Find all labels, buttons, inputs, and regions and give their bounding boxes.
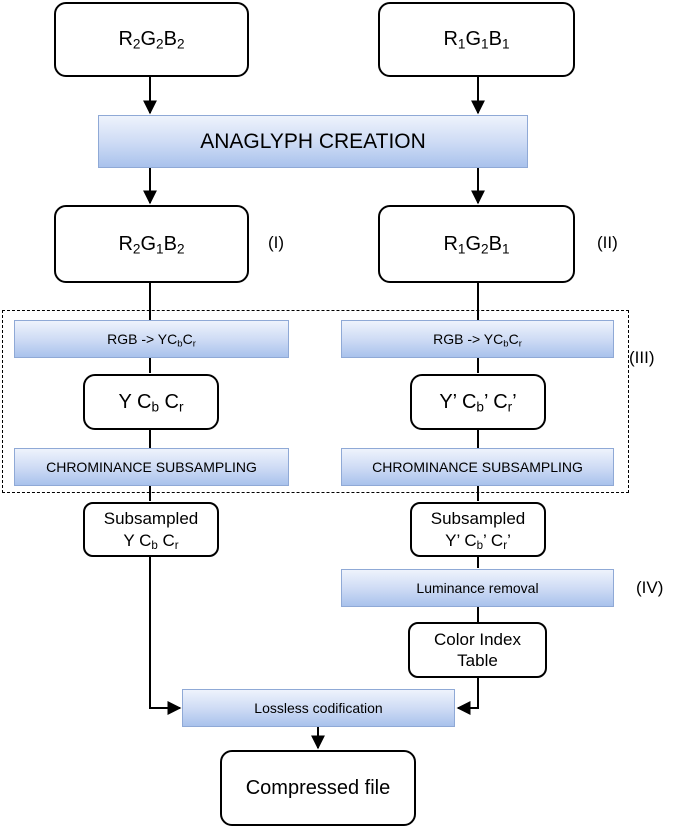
- marker-ii: (II): [597, 233, 618, 252]
- luminance-removal-step: Luminance removal: [341, 569, 614, 607]
- anaglyph-creation-label: ANAGLYPH CREATION: [200, 129, 426, 153]
- compressed-file: Compressed file: [220, 750, 416, 826]
- marker-iii: (III): [629, 348, 655, 367]
- anaglyph-creation-step: ANAGLYPH CREATION: [98, 115, 528, 168]
- chrominance-subsampling-left: CHROMINANCE SUBSAMPLING: [14, 448, 289, 486]
- lossless-codification-step: Lossless codification: [182, 689, 455, 727]
- chrominance-subsampling-right: CHROMINANCE SUBSAMPLING: [341, 448, 614, 486]
- marker-iv: (IV): [636, 578, 664, 597]
- rgb-to-ycbcr-right: RGB -> YCbCr: [341, 320, 614, 358]
- mixed-r1g2b1: R1G2B1: [378, 205, 575, 283]
- marker-i: (I): [268, 233, 285, 252]
- arrow-left-to-lossless: [149, 556, 182, 715]
- rgb-to-ycbcr-left: RGB -> YCbCr: [14, 320, 289, 358]
- input-r1g1b1: R1G1B1: [378, 2, 575, 77]
- ycbcr-left: Y Cb Cr: [83, 374, 219, 430]
- input-r2g2b2: R2G2B2: [54, 2, 249, 77]
- arrow-right-to-lossless: [456, 677, 479, 715]
- mixed-r2g1b2: R2G1B2: [54, 205, 249, 283]
- ycbcr-right: Y’ Cb’ Cr’: [410, 374, 546, 430]
- step-iii-group: [2, 310, 629, 493]
